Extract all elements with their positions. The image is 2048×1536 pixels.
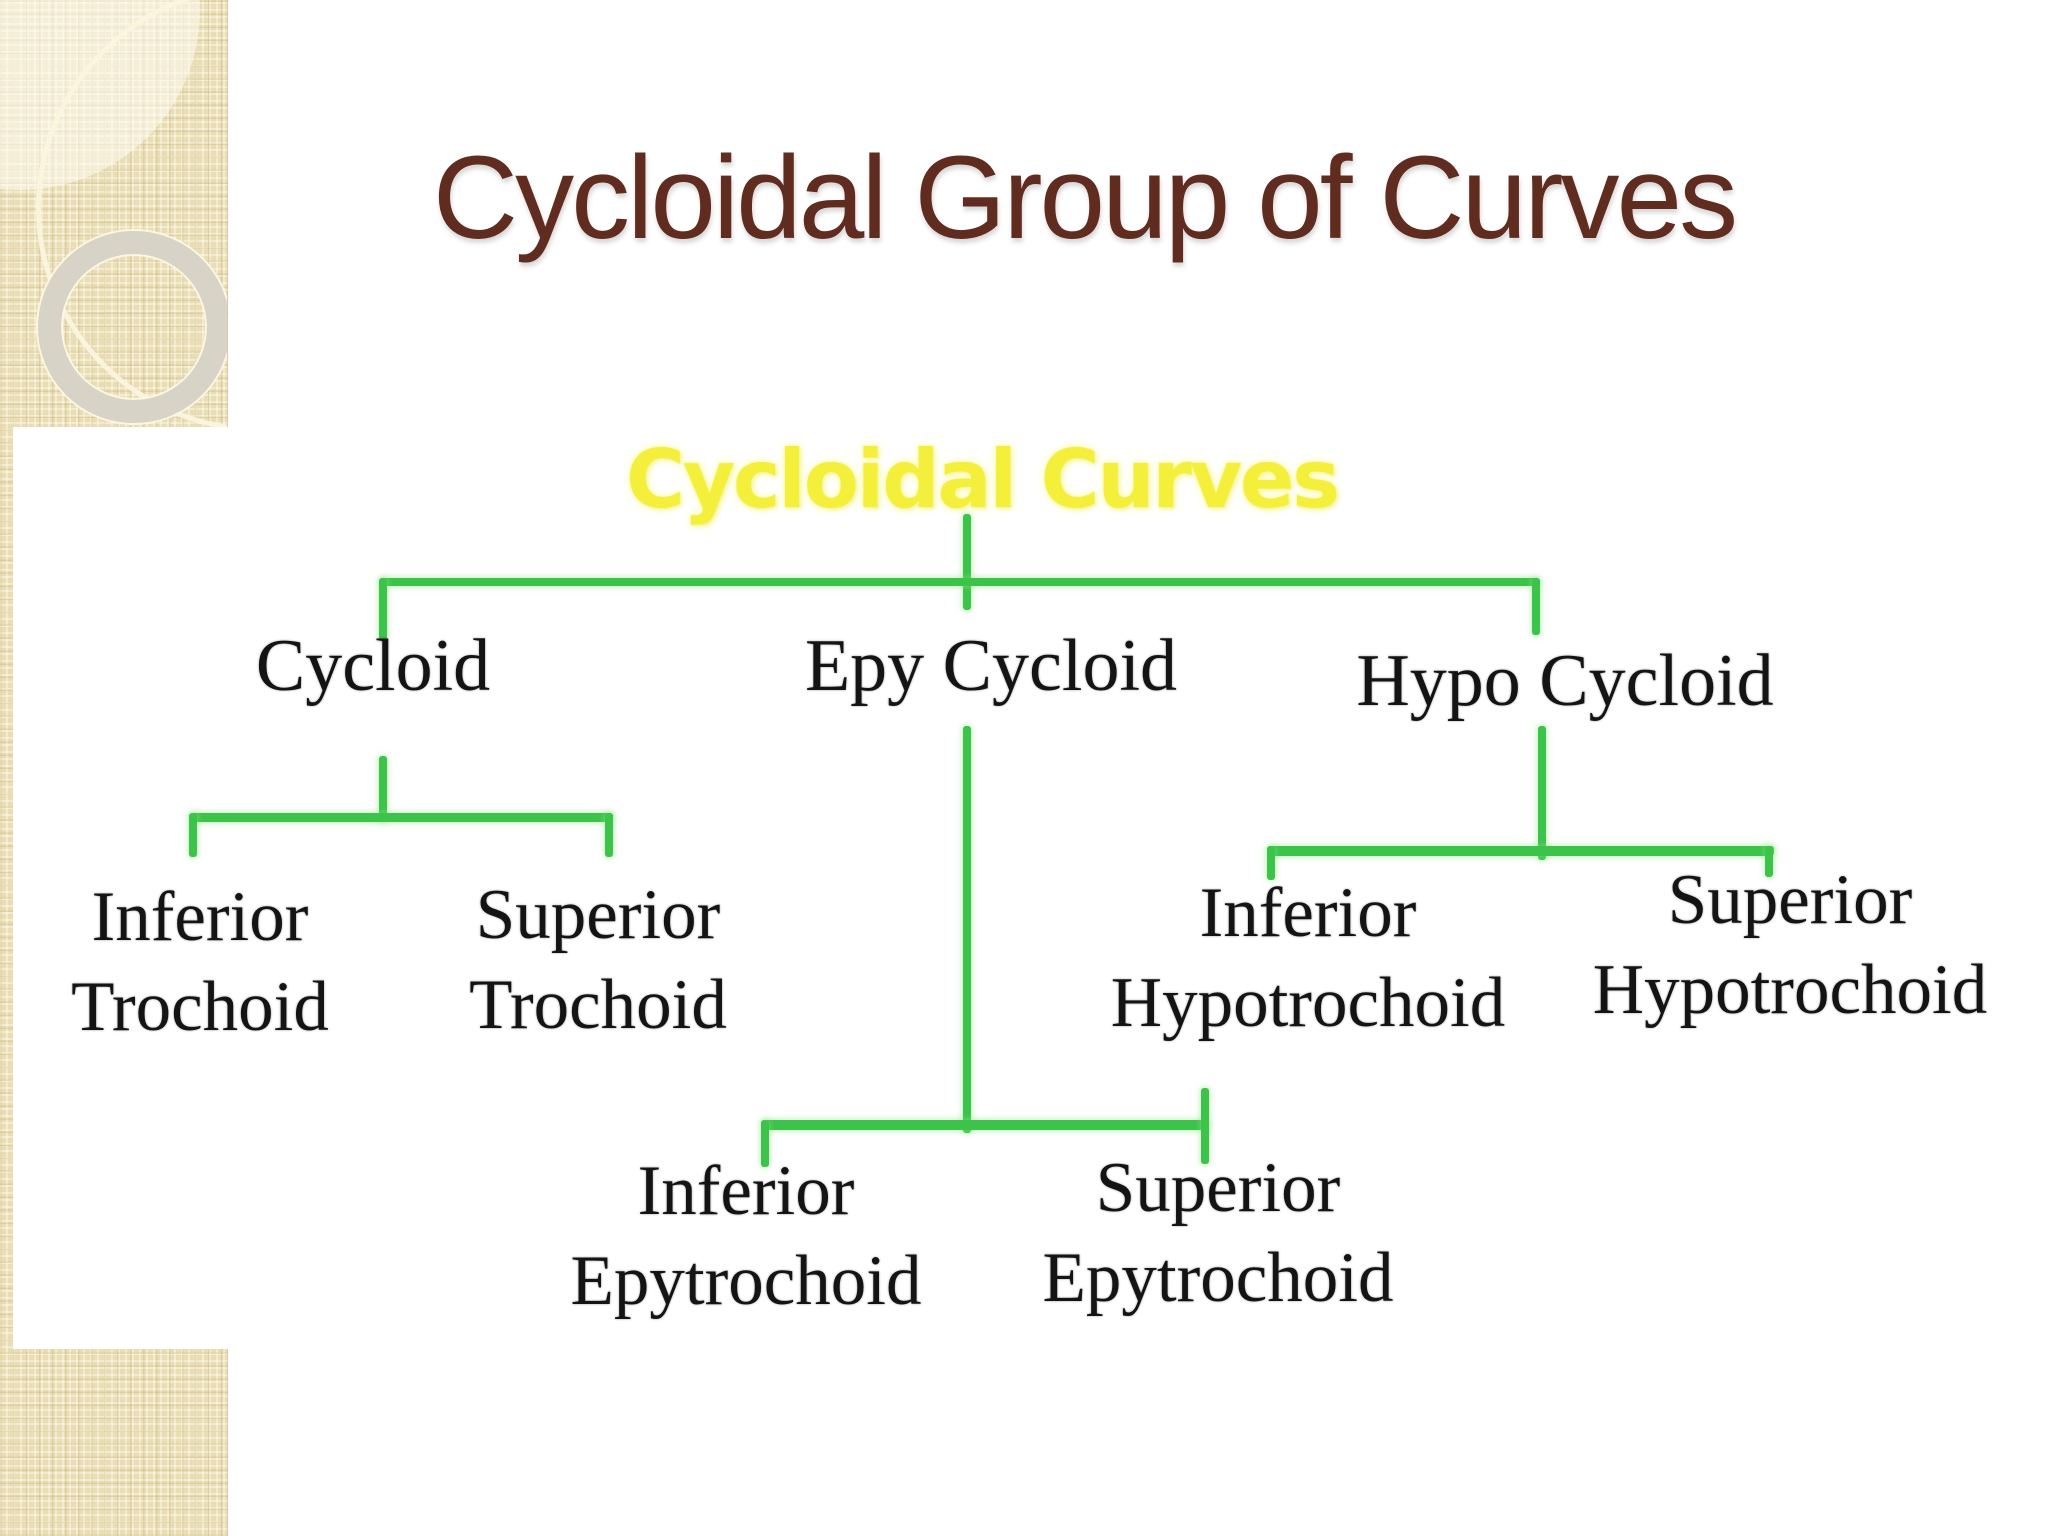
connector-cycloid-horizontal [192,813,613,822]
node-superior-hypotrochoid: Superior Hypotrochoid [1593,855,1987,1035]
node-inferior-hypotrochoid: Inferior Hypotrochoid [1111,868,1505,1048]
connector-level1-right-tick [1532,578,1540,635]
connector-cycloid-right-tick [605,813,613,857]
node-cycloid: Cycloid [255,625,491,707]
leaf-line-2: Epytrochoid [1042,1239,1394,1317]
connector-root-vertical [963,514,971,610]
connector-epy-left-tick [761,1120,769,1167]
connector-hypo-vertical [1538,726,1546,860]
leaf-line-2: Hypotrochoid [1110,964,1506,1042]
connector-level1-horizontal [381,578,1539,586]
connector-hypo-left-tick [1267,846,1275,880]
connector-cycloid-vertical [379,756,387,822]
connector-hypo-right-tick [1765,846,1773,877]
node-epy-cycloid: Epy Cycloid [804,625,1178,707]
leaf-line-2: Trochoid [71,968,329,1046]
node-hypo-cycloid: Hypo Cycloid [1356,640,1774,722]
leaf-line-2: Trochoid [469,966,727,1044]
leaf-line-1: Superior [1667,861,1913,939]
connector-cycloid-left-tick [189,813,197,857]
connector-hypo-horizontal [1270,846,1774,856]
decor-gray-ring-circle [38,231,227,423]
connector-level1-left-tick [379,578,387,640]
node-superior-trochoid: Superior Trochoid [469,870,727,1050]
leaf-line-1: Inferior [91,878,309,956]
leaf-line-1: Inferior [637,1152,855,1230]
slide-title: Cycloidal Group of Curves [432,132,1738,264]
leaf-line-2: Epytrochoid [570,1242,922,1320]
connector-epy-horizontal [764,1120,1209,1130]
node-superior-epytrochoid: Superior Epytrochoid [1043,1143,1394,1323]
node-root-cycloidal-curves: Cycloidal Curves [626,433,1340,526]
connector-epy-right-tick [1201,1088,1209,1164]
leaf-line-2: Hypotrochoid [1592,951,1988,1029]
node-inferior-epytrochoid: Inferior Epytrochoid [571,1146,922,1326]
leaf-line-1: Superior [475,876,721,954]
leaf-line-1: Inferior [1199,874,1417,952]
connector-epy-vertical [963,726,971,1133]
leaf-line-1: Superior [1095,1149,1341,1227]
node-inferior-trochoid: Inferior Trochoid [71,872,329,1052]
